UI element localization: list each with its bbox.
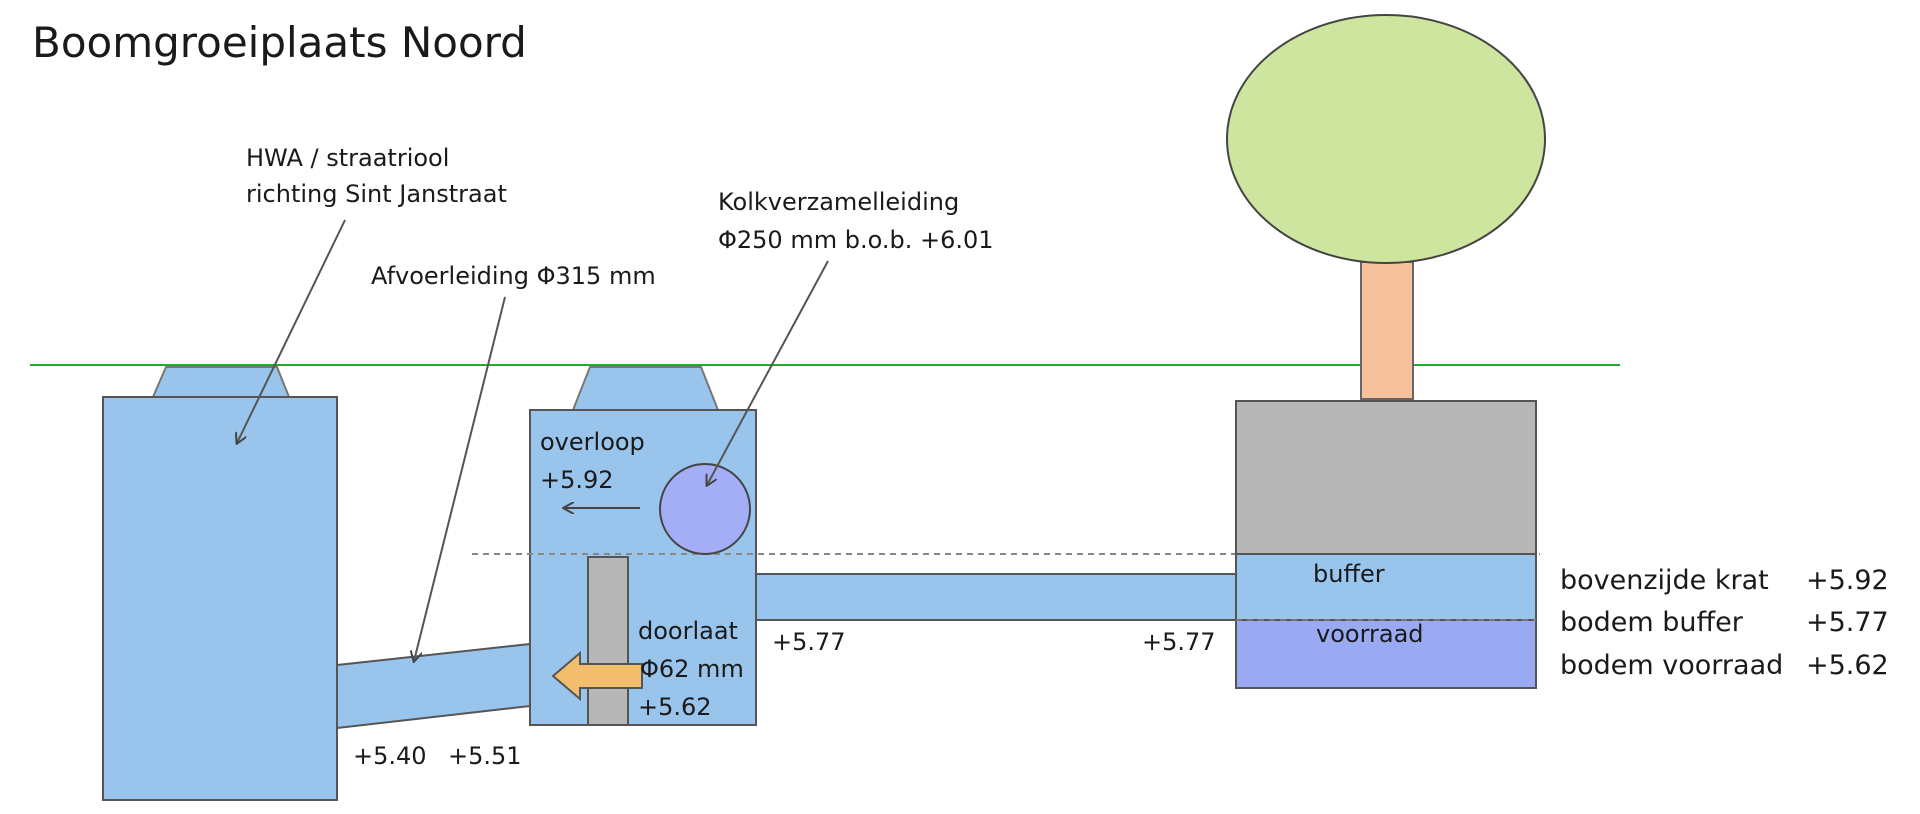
legend-value-bovenzijde-krat: +5.92 <box>1806 565 1889 596</box>
doorlaat-arrow <box>551 650 643 702</box>
hwa-pointer <box>237 219 346 443</box>
connection-pipe <box>755 573 1237 621</box>
kolk-label-line1: Kolkverzamelleiding <box>718 188 960 216</box>
diagram-title: Boomgroeiplaats Noord <box>32 18 527 67</box>
voorraad-label: voorraad <box>1316 620 1424 648</box>
afvoer-label: Afvoerleiding Φ315 mm <box>371 262 656 290</box>
legend-value-bodem-voorraad: +5.62 <box>1806 650 1889 681</box>
legend-name-bodem-voorraad: bodem voorraad <box>1560 650 1784 681</box>
doorlaat-size: Φ62 mm <box>640 655 744 683</box>
middle-chamber-cover <box>571 366 720 411</box>
hwa-label-line1: HWA / straatriool <box>246 144 450 172</box>
doorlaat-label: doorlaat <box>638 617 738 645</box>
doorlaat-level: +5.62 <box>638 693 712 721</box>
afvoer-level-1: +5.40 <box>353 742 427 770</box>
pipe-right-level: +5.77 <box>1142 628 1216 656</box>
weir-wall <box>587 556 629 726</box>
left-manhole <box>102 396 338 801</box>
tree-trunk <box>1360 261 1414 400</box>
hwa-label-line2: richting Sint Janstraat <box>246 180 507 208</box>
tree-pit-soil <box>1235 400 1537 555</box>
afvoer-level-2: +5.51 <box>448 742 522 770</box>
overloop-level: +5.92 <box>540 466 614 494</box>
pipe-left-level: +5.77 <box>772 628 846 656</box>
kolk-pipe-circle <box>659 463 751 555</box>
overloop-label: overloop <box>540 428 645 456</box>
buffer-label: buffer <box>1313 560 1385 588</box>
legend-name-bodem-buffer: bodem buffer <box>1560 607 1743 638</box>
tree-crown <box>1226 14 1546 264</box>
discharge-pipe <box>336 642 531 730</box>
kolk-label-line2: Φ250 mm b.o.b. +6.01 <box>718 226 994 254</box>
afvoer-pointer <box>414 296 506 661</box>
legend-name-bovenzijde-krat: bovenzijde krat <box>1560 565 1769 596</box>
legend-value-bodem-buffer: +5.77 <box>1806 607 1889 638</box>
left-manhole-cover <box>151 366 291 398</box>
voorraad-zone <box>1235 619 1537 689</box>
buffer-zone <box>1235 553 1537 621</box>
kolk-pointer <box>707 260 829 485</box>
